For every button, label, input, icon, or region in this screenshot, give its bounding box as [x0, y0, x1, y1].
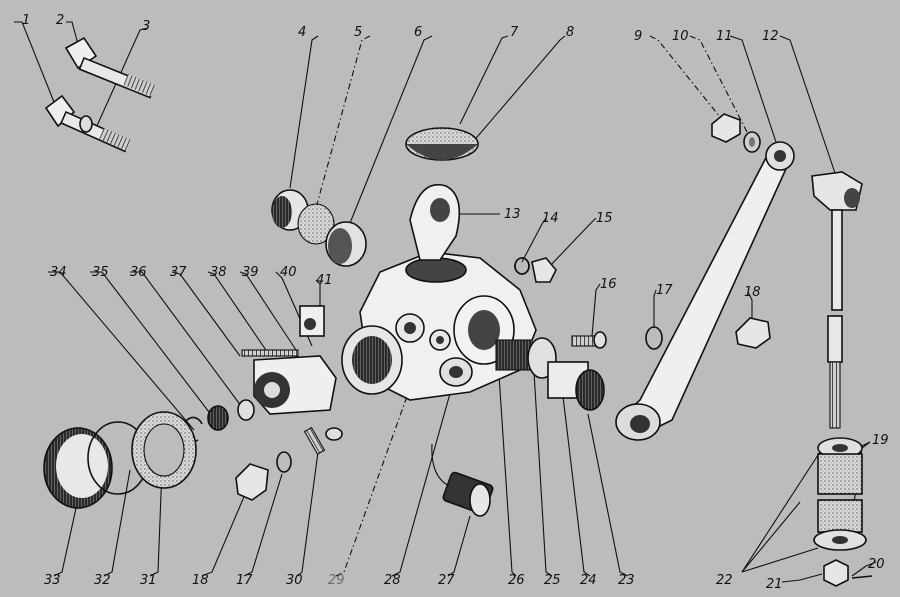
part-bushing-6	[325, 221, 367, 267]
callout-23: 23	[618, 573, 635, 588]
callout-29: 29	[328, 573, 345, 588]
callout-19: 19	[872, 433, 889, 448]
callout-4: 4	[298, 25, 306, 40]
part-nut-9	[711, 113, 741, 143]
callout-18-right: 18	[744, 285, 761, 300]
callout-10: 10	[672, 29, 689, 44]
callout-17-right: 17	[656, 283, 673, 298]
part-washer-14	[514, 257, 530, 275]
callout-22: 22	[716, 573, 733, 588]
callout-32: 32	[94, 573, 111, 588]
part-housing	[341, 251, 537, 401]
part-tie-rod-12	[811, 171, 863, 429]
callout-37: 37	[170, 265, 187, 280]
part-cap-33	[43, 427, 113, 509]
callout-33: 33	[44, 573, 61, 588]
leader-lines	[14, 21, 877, 583]
callout-39: 39	[242, 265, 259, 280]
part-cylinder-27	[442, 471, 494, 517]
part-washer-10	[743, 131, 761, 153]
part-valve-body-40-41	[253, 305, 337, 415]
callout-12: 12	[762, 29, 779, 44]
callout-5: 5	[354, 25, 362, 40]
callout-13: 13	[504, 207, 521, 222]
callout-40: 40	[280, 265, 297, 280]
callout-35: 35	[92, 265, 109, 280]
callout-14: 14	[542, 211, 559, 226]
callout-30: 30	[286, 573, 303, 588]
part-screw-16	[571, 331, 607, 349]
callout-6: 6	[414, 25, 422, 40]
part-pin-38-39	[241, 349, 299, 357]
callout-17-left: 17	[236, 573, 253, 588]
callout-1: 1	[22, 13, 30, 28]
callout-38: 38	[210, 265, 227, 280]
callout-7: 7	[510, 25, 519, 40]
callout-3: 3	[142, 19, 150, 34]
part-eye-13	[409, 183, 461, 261]
callout-18-left: 18	[192, 573, 209, 588]
part-screw-30	[303, 426, 343, 455]
part-plug-18-right	[735, 317, 771, 349]
callout-24: 24	[580, 573, 597, 588]
callout-31: 31	[140, 573, 157, 588]
callout-2: 2	[56, 13, 64, 28]
callout-numbers: 1 2 3 4 5 6 7 8 9 10 11 12 13 14 15 16 1…	[22, 13, 889, 592]
part-bolt-15	[514, 257, 557, 283]
callout-16: 16	[600, 277, 617, 292]
callout-34: 34	[50, 265, 67, 280]
part-plug-18-left	[235, 463, 269, 501]
part-washer-17-left	[276, 451, 292, 473]
part-bolt-long	[64, 36, 156, 99]
part-lever-11	[615, 141, 795, 441]
callout-11: 11	[716, 29, 733, 44]
callout-27: 27	[438, 573, 455, 588]
part-cap-7-8	[405, 127, 479, 161]
callout-36: 36	[130, 265, 147, 280]
callout-8: 8	[566, 25, 574, 40]
callout-15: 15	[596, 211, 613, 226]
callout-20: 20	[868, 557, 885, 572]
callout-25: 25	[544, 573, 561, 588]
part-bolt-short	[44, 94, 132, 153]
callout-41: 41	[316, 273, 333, 288]
part-shaft-23-26	[495, 337, 605, 411]
part-rubber-stack-19-22	[813, 437, 873, 587]
callout-9: 9	[634, 29, 642, 44]
callout-26: 26	[508, 573, 525, 588]
part-spring-36	[207, 399, 255, 431]
callout-28: 28	[384, 573, 401, 588]
part-washer-17-right	[645, 326, 663, 350]
part-gasket-31	[131, 411, 197, 489]
callout-21: 21	[766, 577, 783, 592]
part-felt-disc-5	[297, 203, 335, 245]
